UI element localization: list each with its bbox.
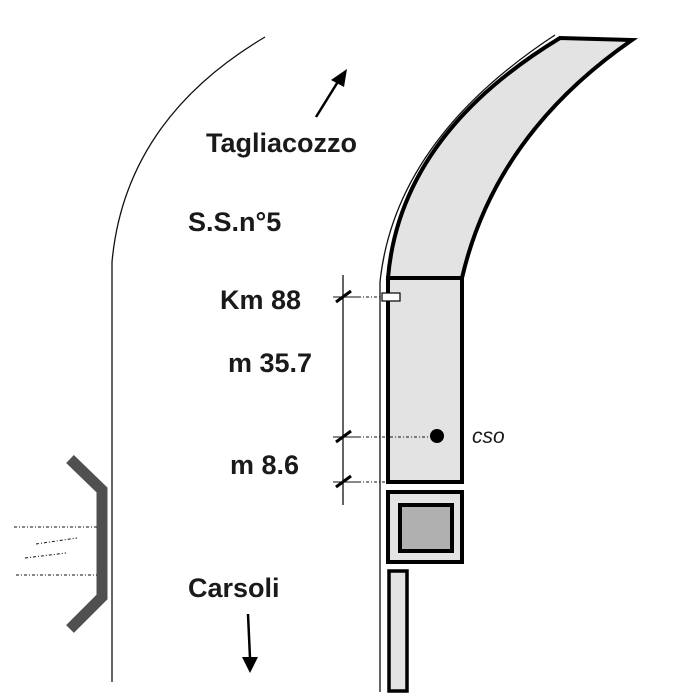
main-section (386, 276, 464, 484)
curved-band (385, 35, 639, 280)
side-dotted-lines (14, 526, 97, 576)
right-road-edge (379, 34, 556, 692)
chamber-inner (398, 503, 454, 553)
label-cso: cso (472, 425, 505, 448)
side-structure (66, 455, 108, 633)
label-carsoli: Carsoli (188, 573, 280, 603)
label-tagliacozzo: Tagliacozzo (206, 128, 357, 158)
arrow-south-icon (242, 613, 258, 673)
label-km: Km 88 (220, 285, 301, 315)
arrow-north-icon (314, 69, 347, 118)
label-distance-1: m 35.7 (228, 348, 312, 378)
label-road: S.S.n°5 (188, 207, 281, 237)
dimension-extensions (333, 296, 358, 483)
label-distance-2: m 8.6 (230, 450, 299, 480)
cso-point (430, 429, 444, 443)
km-marker (381, 292, 401, 302)
narrow-strip (387, 569, 409, 693)
left-road-edge (111, 36, 266, 682)
dotted-leaders (358, 296, 430, 483)
